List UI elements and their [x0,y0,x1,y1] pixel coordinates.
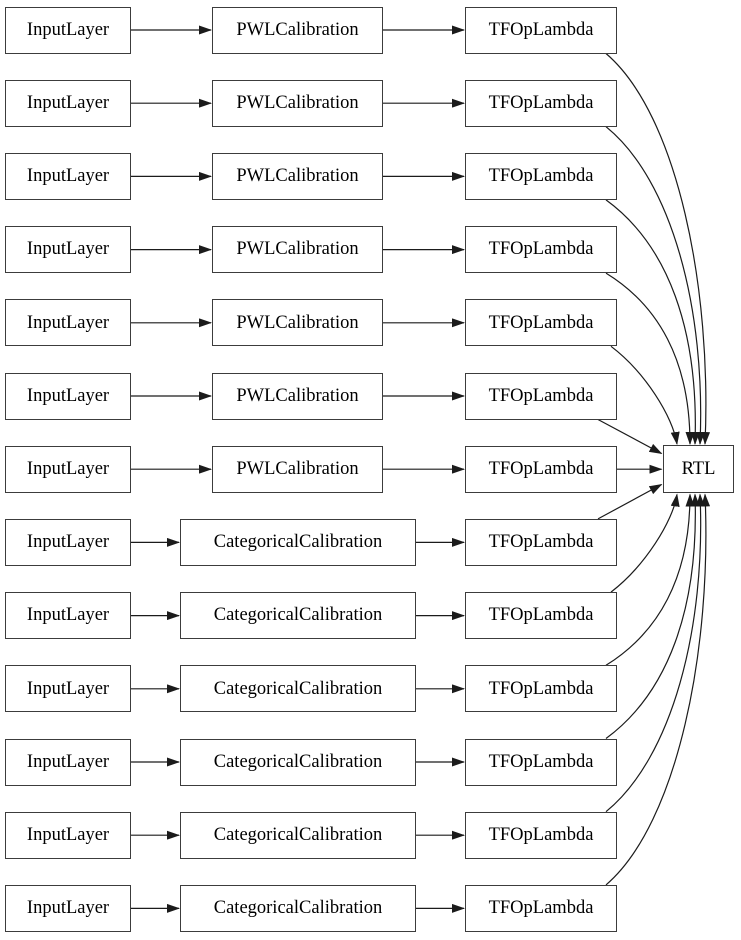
node-pwl-calibration: PWLCalibration [212,372,383,420]
node-input-layer: InputLayer [5,372,131,420]
node-categorical-calibration: CategoricalCalibration [180,884,416,932]
node-input-layer: InputLayer [5,592,131,640]
node-categorical-calibration: CategoricalCalibration [180,738,416,786]
edge-lambda-to-rtl-row3 [605,272,695,445]
node-tfop-lambda: TFOpLambda [465,884,617,932]
node-categorical-calibration: CategoricalCalibration [180,592,416,640]
edge-lambda-to-rtl-row10 [605,493,700,739]
edge-lambda-to-rtl-row8 [610,493,680,593]
node-input-layer: InputLayer [5,152,131,200]
node-tfop-lambda: TFOpLambda [465,79,617,127]
node-input-layer: InputLayer [5,226,131,274]
edge-lambda-to-rtl-row12 [605,493,711,886]
node-input-layer: InputLayer [5,884,131,932]
node-tfop-lambda: TFOpLambda [465,665,617,713]
node-pwl-calibration: PWLCalibration [212,299,383,347]
node-pwl-calibration: PWLCalibration [212,79,383,127]
node-input-layer: InputLayer [5,665,131,713]
node-categorical-calibration: CategoricalCalibration [180,811,416,859]
node-tfop-lambda: TFOpLambda [465,299,617,347]
node-pwl-calibration: PWLCalibration [212,152,383,200]
node-input-layer: InputLayer [5,738,131,786]
edge-lambda-to-rtl-row0 [605,53,711,445]
node-pwl-calibration: PWLCalibration [212,445,383,493]
node-categorical-calibration: CategoricalCalibration [180,518,416,566]
edge-lambda-to-rtl-row4 [610,345,680,445]
edge-lambda-to-rtl-row9 [605,493,695,666]
node-input-layer: InputLayer [5,445,131,493]
node-tfop-lambda: TFOpLambda [465,518,617,566]
edge-lambda-to-rtl-row7 [597,483,663,520]
edge-lambda-to-rtl-row5 [597,418,663,455]
node-input-layer: InputLayer [5,811,131,859]
node-tfop-lambda: TFOpLambda [465,811,617,859]
node-tfop-lambda: TFOpLambda [465,6,617,54]
node-input-layer: InputLayer [5,299,131,347]
node-input-layer: InputLayer [5,518,131,566]
node-tfop-lambda: TFOpLambda [465,226,617,274]
node-tfop-lambda: TFOpLambda [465,372,617,420]
edge-lambda-to-rtl-row11 [605,493,706,813]
node-tfop-lambda: TFOpLambda [465,445,617,493]
node-tfop-lambda: TFOpLambda [465,592,617,640]
edge-lambda-to-rtl-row2 [605,199,700,445]
node-tfop-lambda: TFOpLambda [465,738,617,786]
edge-lambda-to-rtl-row1 [605,126,706,445]
node-pwl-calibration: PWLCalibration [212,6,383,54]
node-tfop-lambda: TFOpLambda [465,152,617,200]
node-input-layer: InputLayer [5,79,131,127]
node-input-layer: InputLayer [5,6,131,54]
node-rtl: RTL [663,445,734,493]
node-pwl-calibration: PWLCalibration [212,226,383,274]
node-categorical-calibration: CategoricalCalibration [180,665,416,713]
